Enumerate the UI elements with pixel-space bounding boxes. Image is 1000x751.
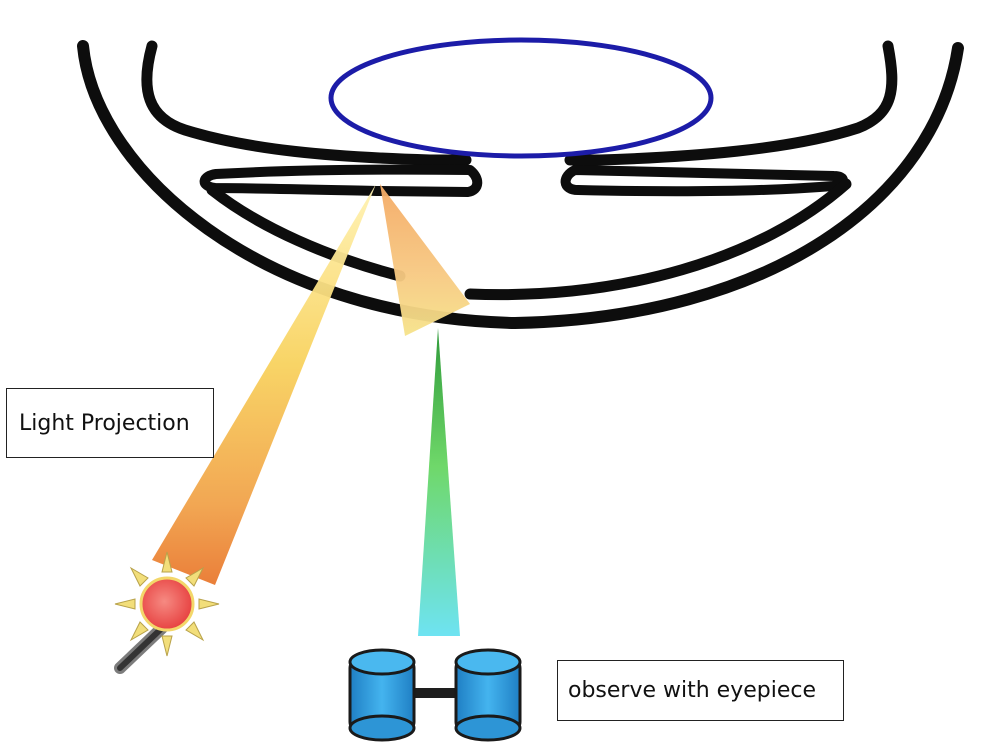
retina-arc-right (464, 178, 852, 301)
pupil-ring (328, 37, 714, 159)
observe-with-eyepiece-label-box: observe with eyepiece (557, 660, 844, 721)
retina-arc-left (206, 184, 406, 282)
sun-lamp-icon (114, 551, 220, 674)
right-iris-lobe (560, 165, 848, 197)
left-iris-lobe (199, 164, 483, 197)
observation-beam (418, 328, 460, 636)
inner-left-wall (141, 40, 472, 166)
reflected-light-beam (380, 184, 470, 336)
incident-light-beam (152, 184, 376, 585)
binocular-eyepiece-icon (348, 648, 522, 742)
outer-eye-wall (77, 40, 964, 330)
light-projection-label: Light Projection (19, 410, 190, 436)
light-projection-label-box: Light Projection (6, 388, 214, 458)
inner-right-wall (564, 40, 898, 166)
observe-with-eyepiece-label: observe with eyepiece (568, 678, 817, 703)
